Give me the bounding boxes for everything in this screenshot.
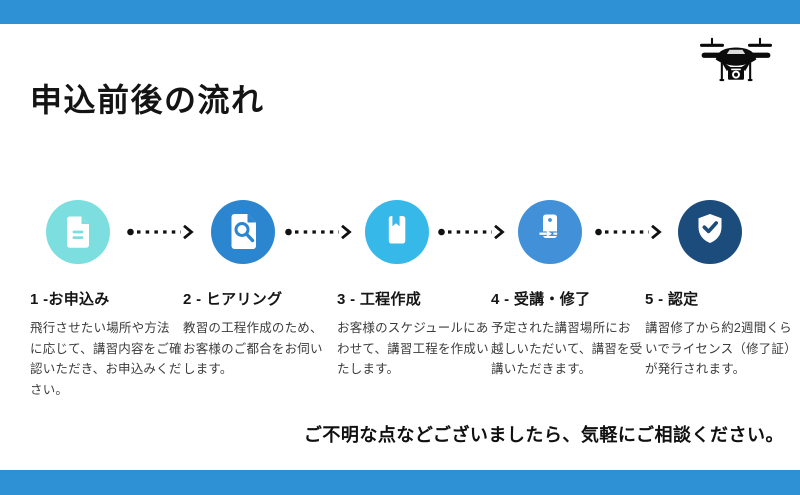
flow-arrow — [285, 224, 352, 240]
step-2-title: 2 - ヒアリング — [183, 291, 283, 308]
step-5-title: 5 - 認定 — [645, 291, 699, 308]
step-2-description: 教習の工程作成のため、お客様のご都合をお伺いします。 — [183, 321, 323, 377]
step-5-description: 講習修了から約2週間くらいでライセンス（修了証）が発行されます。 — [645, 321, 797, 377]
step-2: 2 - ヒアリング 教習の工程作成のため、お客様のご都合をお伺いします。 — [183, 288, 335, 380]
step-1-title: 1 -お申込み — [30, 291, 110, 308]
step-1-icon-badge — [46, 200, 110, 264]
bottom-accent-bar — [0, 470, 800, 495]
flow-arrow — [438, 224, 505, 240]
step-3-description: お客様のスケジュールにあわせて、講習工程を作成いたします。 — [337, 321, 489, 377]
step-2-icon-badge — [211, 200, 275, 264]
top-accent-bar — [0, 0, 800, 24]
step-3-title: 3 - 工程作成 — [337, 291, 422, 308]
step-4-icon-badge — [518, 200, 582, 264]
step-4-title: 4 - 受講・修了 — [491, 291, 591, 308]
shield-check-icon — [678, 200, 742, 264]
step-5: 5 - 認定 講習修了から約2週間くらいでライセンス（修了証）が発行されます。 — [645, 288, 797, 380]
drone-icon — [700, 37, 772, 82]
step-5-icon-badge — [678, 200, 742, 264]
step-1-description: 飛行させたい場所や方法に応じて、講習内容をご確認いただき、お申込みください。 — [30, 321, 182, 397]
step-3-icon-badge — [365, 200, 429, 264]
step-3: 3 - 工程作成 お客様のスケジュールにあわせて、講習工程を作成いたします。 — [337, 288, 489, 380]
contact-note: ご不明な点などございましたら、気軽にご相談ください。 — [303, 425, 784, 445]
flow-arrow — [127, 224, 194, 240]
step-4-description: 予定された講習場所にお越しいただいて、講習を受講いただきます。 — [491, 321, 643, 377]
document-search-icon — [211, 200, 275, 264]
device-arrow-icon — [518, 200, 582, 264]
step-1: 1 -お申込み 飛行させたい場所や方法に応じて、講習内容をご確認いただき、お申込… — [30, 288, 182, 401]
step-4: 4 - 受講・修了 予定された講習場所にお越しいただいて、講習を受講いただきます… — [491, 288, 643, 380]
document-icon — [46, 200, 110, 264]
book-bookmark-icon — [365, 200, 429, 264]
page-title: 申込前後の流れ — [30, 82, 265, 119]
flow-arrow — [595, 224, 662, 240]
